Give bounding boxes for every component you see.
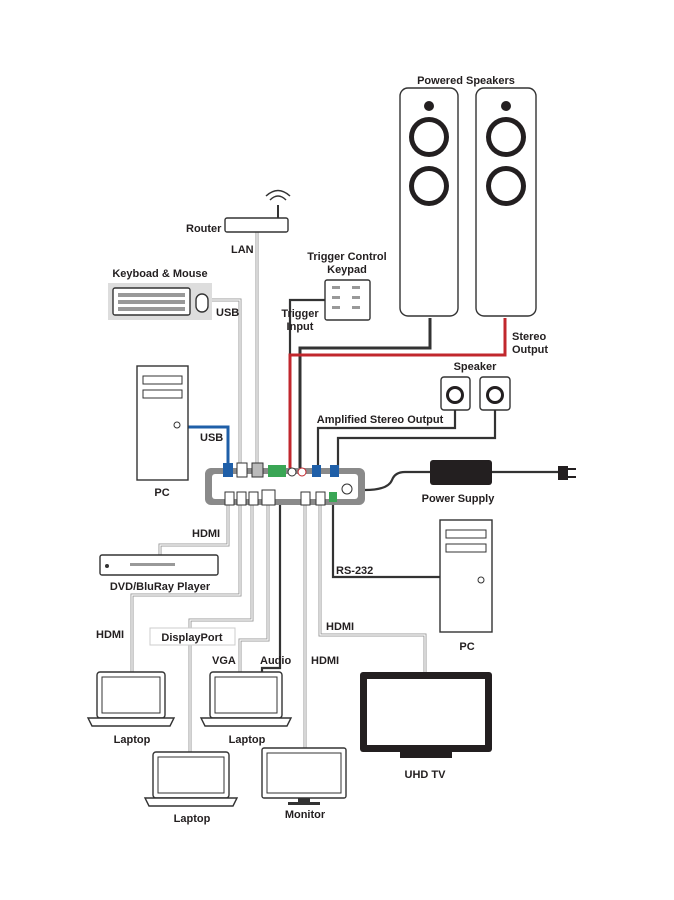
label-laptop-3: Laptop (174, 813, 211, 825)
label-trigger-input: Trigger (281, 308, 319, 320)
label-uhd-tv: UHD TV (405, 769, 447, 781)
label-trigger-keypad: Trigger Control (307, 251, 386, 263)
keyboard-mouse (108, 283, 212, 320)
label-vga: VGA (212, 655, 236, 667)
label-keyboard-mouse: Keyboad & Mouse (112, 268, 207, 280)
extender-device (205, 462, 365, 506)
label-power-supply: Power Supply (422, 493, 496, 505)
powered-speakers (399, 87, 537, 317)
uhd-tv (360, 672, 492, 758)
label-hdmi-dvd: HDMI (192, 528, 220, 540)
vga-port (261, 489, 276, 506)
power-port (341, 483, 353, 495)
label-rs232: RS-232 (336, 565, 373, 577)
label-dvd-player: DVD/BluRay Player (110, 581, 211, 593)
pc-left (136, 365, 189, 481)
usb-port (223, 463, 233, 477)
pc-right (439, 519, 493, 633)
monitor (261, 747, 347, 805)
label-amplified-stereo-output: Amplified Stereo Output (317, 414, 444, 426)
label-powered-speakers: Powered Speakers (417, 75, 515, 87)
lan-port (251, 462, 264, 478)
laptop-2 (199, 671, 293, 727)
cables (130, 232, 560, 752)
label-audio: Audio (260, 655, 291, 667)
label-stereo-output-2: Output (512, 344, 548, 356)
wifi-icon (265, 189, 291, 201)
label-lan: LAN (231, 244, 254, 256)
speakers (440, 376, 511, 411)
labels: Powered Speakers Router LAN Trigger Cont… (96, 75, 548, 825)
label-displayport: DisplayPort (161, 632, 222, 644)
router (224, 189, 291, 233)
label-monitor: Monitor (285, 809, 326, 821)
trigger-terminal (268, 465, 286, 477)
power-supply (430, 460, 576, 485)
label-hdmi-tv: HDMI (326, 621, 354, 633)
label-hdmi-monitor: HDMI (311, 655, 339, 667)
dvd-player (99, 554, 219, 576)
label-pc-right: PC (459, 641, 474, 653)
label-speaker: Speaker (454, 361, 498, 373)
label-laptop-1: Laptop (114, 734, 151, 746)
label-trigger-keypad-2: Keypad (327, 264, 367, 276)
label-router: Router (186, 223, 222, 235)
label-trigger-input-2: Input (287, 321, 314, 333)
label-usb-pc: USB (200, 432, 223, 444)
laptop-3 (143, 751, 239, 807)
label-stereo-output: Stereo (512, 331, 547, 343)
trigger-keypad (324, 279, 371, 321)
label-pc-left: PC (154, 487, 169, 499)
label-laptop-2: Laptop (229, 734, 266, 746)
laptop-1 (86, 671, 176, 727)
label-usb-keyboard: USB (216, 307, 239, 319)
label-hdmi-laptop: HDMI (96, 629, 124, 641)
